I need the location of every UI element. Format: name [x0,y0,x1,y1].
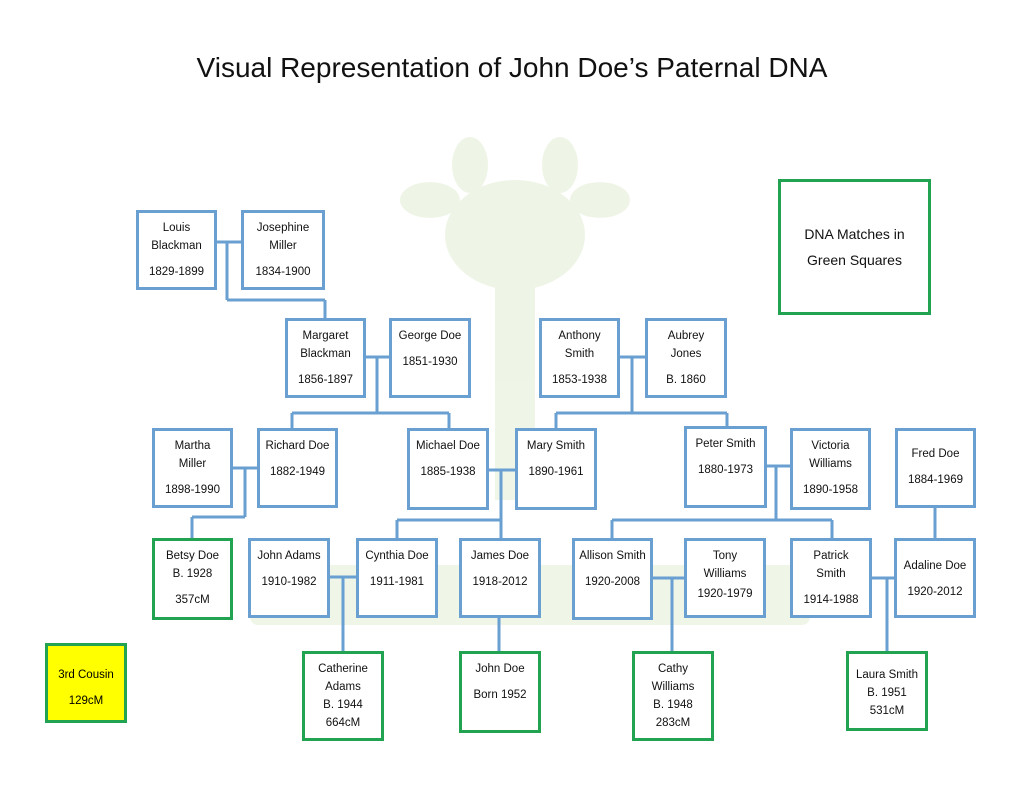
person-name: Blackman [300,348,351,360]
person-dates: 1834-1900 [255,266,311,278]
person-birth: B. 1928 [172,568,213,580]
person-dates: Born 1952 [473,689,527,701]
person-name: George Doe [398,330,462,342]
person-dates: 1853-1938 [552,374,607,386]
person-tony-williams: Tony Williams 1920-1979 [684,538,766,618]
person-dna-match: 531cM [869,705,905,717]
person-name: Cathy [657,663,689,675]
person-name: John Doe [475,663,525,675]
person-josephine-miller: Josephine Miller 1834-1900 [241,210,325,290]
person-betsy-doe: Betsy Doe B. 1928 357cM [152,538,233,620]
cousin-value: 129cM [68,695,104,707]
person-name: Josephine [256,222,310,234]
person-george-doe: George Doe 1851-1930 [389,318,471,398]
person-victoria-williams: Victoria Williams 1890-1958 [790,428,871,510]
person-patrick-smith: Patrick Smith 1914-1988 [790,538,872,618]
legend-box: DNA Matches in Green Squares [778,179,931,315]
person-name: Mary Smith [526,440,586,452]
person-name: Williams [809,458,852,470]
person-dates: 1914-1988 [803,594,859,606]
person-dates: 1890-1961 [528,466,584,478]
person-name: Catherine [318,663,368,675]
person-allison-smith: Allison Smith 1920-2008 [572,538,653,620]
person-name: James Doe [470,550,530,562]
page-title: Visual Representation of John Doe’s Pate… [196,52,828,83]
person-dates: 1885-1938 [420,466,476,478]
person-margaret-blackman: Margaret Blackman 1856-1897 [285,318,366,398]
person-michael-doe: Michael Doe 1885-1938 [407,428,489,510]
person-name: Adaline Doe [903,560,967,572]
person-name: Louis [162,222,191,234]
person-name: Cynthia Doe [365,550,429,562]
person-dates: 1890-1958 [803,484,858,496]
cousin-key-box: 3rd Cousin 129cM [45,643,127,723]
person-peter-smith: Peter Smith 1880-1973 [684,426,767,508]
person-dates: 1920-1979 [697,588,753,600]
person-james-doe: James Doe 1918-2012 [459,538,541,618]
person-name: Miller [269,240,297,252]
person-dates: 1829-1899 [149,266,204,278]
person-dates: 1856-1897 [298,374,353,386]
person-laura-smith: Laura Smith B. 1951 531cM [846,651,928,731]
person-dates: 1911-1981 [369,576,425,588]
person-dates: 1884-1969 [908,474,963,486]
person-dna-match: 357cM [175,594,210,606]
person-name: Adams [325,681,361,693]
person-louis-blackman: Louis Blackman 1829-1899 [136,210,217,290]
person-name: Tony [712,550,738,562]
person-birth: B. 1951 [867,687,907,699]
person-dates: 1882-1949 [270,466,325,478]
person-name: Williams [703,568,747,580]
person-dates: 1920-2008 [585,576,640,588]
person-name: Fred Doe [911,448,960,460]
person-martha-miller: Martha Miller 1898-1990 [152,428,233,508]
person-dates: 1920-2012 [907,586,963,598]
person-fred-doe: Fred Doe 1884-1969 [895,428,976,508]
person-name: Smith [816,568,846,580]
person-name: John Adams [257,550,321,562]
person-cynthia-doe: Cynthia Doe 1911-1981 [356,538,438,618]
person-john-doe: John Doe Born 1952 [459,651,541,733]
person-dna-match: 283cM [655,717,691,729]
person-name: Miller [178,458,207,470]
person-name: Blackman [151,240,202,252]
person-name: Patrick [813,550,849,562]
person-name: Williams [651,681,695,693]
person-aubrey-jones: Aubrey Jones B. 1860 [645,318,727,398]
person-john-adams: John Adams 1910-1982 [248,538,330,618]
person-cathy-williams: Cathy Williams B. 1948 283cM [632,651,714,741]
person-dates: 1880-1973 [698,464,753,476]
person-name: Anthony [558,330,601,342]
person-name: Betsy Doe [165,550,220,562]
person-dates: 1918-2012 [472,576,528,588]
person-name: Victoria [811,440,850,452]
person-name: Peter Smith [695,438,756,450]
person-dates: 1910-1982 [261,576,317,588]
person-name: Michael Doe [416,440,480,452]
person-name: Smith [564,348,595,360]
person-name: Allison Smith [579,550,646,562]
person-dates: 1898-1990 [165,484,220,496]
person-birth: B. 1944 [323,699,363,711]
person-anthony-smith: Anthony Smith 1853-1938 [539,318,620,398]
person-birth: B. 1948 [653,699,693,711]
person-name: Martha [174,440,211,452]
person-adaline-doe: Adaline Doe 1920-2012 [894,538,976,618]
person-dna-match: 664cM [325,717,361,729]
person-name: Jones [670,348,702,360]
person-mary-smith: Mary Smith 1890-1961 [515,428,597,510]
legend-line: Green Squares [807,252,902,268]
person-name: Aubrey [667,330,705,342]
person-dates: B. 1860 [666,374,706,386]
cousin-label: 3rd Cousin [58,669,114,681]
person-name: Margaret [302,330,349,342]
person-catherine-adams: Catherine Adams B. 1944 664cM [302,651,384,741]
person-dates: 1851-1930 [402,356,458,368]
person-name: Laura Smith [855,669,918,681]
person-richard-doe: Richard Doe 1882-1949 [257,428,338,508]
legend-line: DNA Matches in [804,226,905,242]
person-name: Richard Doe [265,440,330,452]
